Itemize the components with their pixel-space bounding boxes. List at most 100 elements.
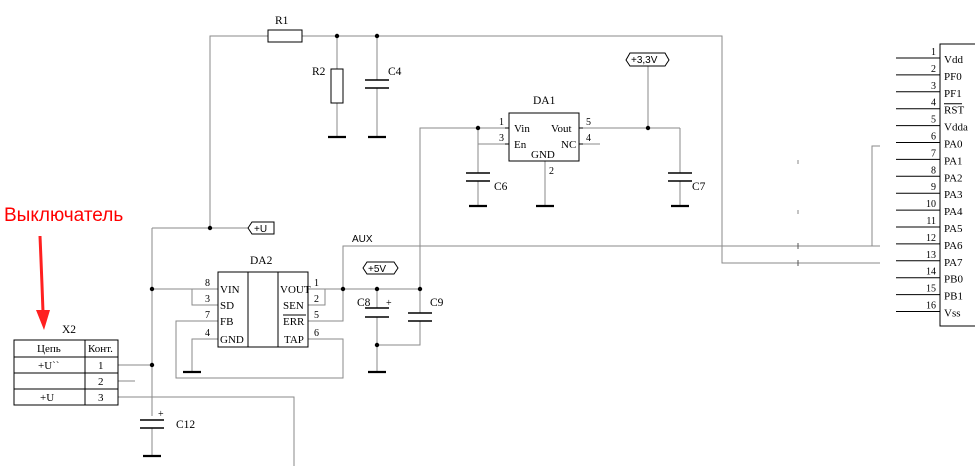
mcu-pin-number: 7 bbox=[931, 148, 936, 159]
net-label-plus-5v: +5V bbox=[362, 261, 399, 275]
capacitor-c7-label: C7 bbox=[692, 181, 706, 193]
annotation-arrow-icon bbox=[38, 235, 45, 313]
mcu-pin-name: PA6 bbox=[944, 240, 963, 252]
capacitor-c6-label: C6 bbox=[494, 181, 508, 193]
mcu-pin-name: PB0 bbox=[944, 274, 963, 286]
ic-da1-pin-num: 5 bbox=[586, 117, 591, 128]
capacitor-c4: C4 bbox=[365, 66, 402, 89]
net-label-plus-u-text: +U bbox=[254, 224, 267, 235]
mcu-pin-name: PA2 bbox=[944, 172, 963, 184]
wires bbox=[118, 35, 880, 466]
mcu-pin-name: PA3 bbox=[944, 189, 963, 201]
mcu-pin-number: 16 bbox=[926, 301, 936, 312]
connector-x2-ref: X2 bbox=[62, 324, 76, 336]
connector-x2-header: Конт. bbox=[88, 343, 113, 355]
ic-da2-pin-name: ERR bbox=[283, 316, 305, 328]
capacitor-c12: + C12 bbox=[140, 409, 195, 431]
ic-da2-pin-name: SD bbox=[220, 300, 234, 312]
net-label-plus-5v-text: +5V bbox=[368, 264, 386, 275]
connector-x2-cell: 2 bbox=[98, 376, 104, 388]
mcu-pin-number: 8 bbox=[931, 165, 936, 176]
mcu-pin-number: 10 bbox=[926, 199, 936, 210]
mcu-pin-name: Vdda bbox=[944, 122, 968, 134]
ic-da2-pin-name: VOUT bbox=[280, 284, 311, 296]
switch-annotation-text: Выключатель bbox=[4, 205, 123, 226]
net-label-plus-u: +U bbox=[247, 221, 275, 235]
mcu-pin-list: 1Vdd2PF03PF14RST5Vdda6PA07PA18PA29PA310P… bbox=[896, 47, 968, 320]
ic-da1-pin-name: GND bbox=[531, 149, 555, 161]
resistor-r1: R1 bbox=[267, 15, 303, 43]
annotation-arrowhead-icon bbox=[36, 310, 50, 330]
ic-da2-pin-num: 2 bbox=[314, 294, 319, 305]
mcu-pin-number: 15 bbox=[926, 284, 936, 295]
ic-da1-pin-name: En bbox=[514, 139, 527, 151]
ic-da1-pin-num: 2 bbox=[549, 166, 554, 177]
mcu-pin-number: 5 bbox=[931, 115, 936, 126]
net-label-aux: AUX bbox=[352, 234, 373, 245]
resistor-r2: R2 bbox=[312, 66, 344, 104]
capacitor-c4-label: C4 bbox=[388, 66, 402, 78]
mcu-pin-number: 11 bbox=[926, 216, 936, 227]
ic-da2-pin-num: 3 bbox=[205, 294, 210, 305]
ic-da1-pin-num: 3 bbox=[499, 133, 504, 144]
ic-da2-pin-num: 6 bbox=[314, 328, 319, 339]
capacitor-c9: C9 bbox=[408, 297, 444, 322]
connector-x2-cell: +U`` bbox=[38, 360, 59, 372]
ic-da2-pin-name: FB bbox=[220, 316, 233, 328]
mcu-pin-name: PF0 bbox=[944, 71, 962, 83]
capacitor-c8-label: C8 bbox=[357, 297, 371, 309]
mcu-pin-name: Vdd bbox=[944, 54, 963, 66]
junctions bbox=[149, 33, 651, 368]
ic-da1: DA1 1 Vin 3 En 2 GND 5 Vout 4 NC bbox=[499, 95, 591, 177]
mcu-pin-number: 9 bbox=[931, 182, 936, 193]
ic-da2-pin-num: 8 bbox=[205, 278, 210, 289]
capacitor-c12-label: C12 bbox=[176, 419, 195, 431]
ic-da2-pin-num: 7 bbox=[205, 310, 210, 321]
mcu-pin-number: 12 bbox=[926, 233, 936, 244]
capacitor-c8-polarity: + bbox=[386, 298, 392, 309]
mcu-pin-number: 3 bbox=[931, 81, 936, 92]
mcu-pin-name: PA7 bbox=[944, 257, 963, 269]
switch-annotation: Выключатель bbox=[4, 205, 123, 330]
connector-x2-cell: +U bbox=[40, 392, 54, 404]
ic-da2-pin-num: 5 bbox=[314, 310, 319, 321]
mcu-pin-name: PA4 bbox=[944, 206, 963, 218]
ic-da1-ref: DA1 bbox=[533, 95, 556, 107]
mcu-pin-number: 13 bbox=[926, 250, 936, 261]
ic-da2-pin-name: GND bbox=[220, 334, 244, 346]
mcu-pin-name: PA1 bbox=[944, 155, 963, 167]
mcu-pin-name: PF1 bbox=[944, 88, 962, 100]
connector-x2: X2 Цепь Конт. +U`` 1 2 +U 3 bbox=[13, 324, 119, 406]
mcu-pin-number: 4 bbox=[931, 98, 936, 109]
capacitor-c9-label: C9 bbox=[430, 297, 444, 309]
ic-da2-pin-num: 4 bbox=[205, 328, 210, 339]
ic-da2-pin-name: VIN bbox=[220, 284, 240, 296]
connector-x2-cell: 3 bbox=[98, 392, 104, 404]
ic-da2: DA2 8 VIN 3 SD 7 FB 4 GND 1 VOUT 2 SEN 5… bbox=[205, 255, 319, 348]
capacitor-c7: C7 bbox=[668, 172, 706, 193]
mcu-pin-number: 1 bbox=[931, 47, 936, 58]
ic-da1-pin-num: 1 bbox=[499, 117, 504, 128]
mcu-chip: 1Vdd2PF03PF14RST5Vdda6PA07PA18PA29PA310P… bbox=[896, 43, 975, 327]
capacitor-c6: C6 bbox=[466, 172, 508, 193]
capacitor-c12-polarity: + bbox=[158, 409, 164, 420]
ic-da1-pin-name: Vin bbox=[514, 123, 530, 135]
ic-da1-pin-name: Vout bbox=[551, 123, 572, 135]
mcu-pin-name: RST bbox=[944, 105, 964, 117]
resistor-r1-label: R1 bbox=[275, 15, 289, 27]
net-label-plus-3v3: +3,3V bbox=[625, 52, 670, 67]
ic-da2-pin-name: TAP bbox=[284, 334, 304, 346]
ic-da1-pin-num: 4 bbox=[586, 133, 591, 144]
